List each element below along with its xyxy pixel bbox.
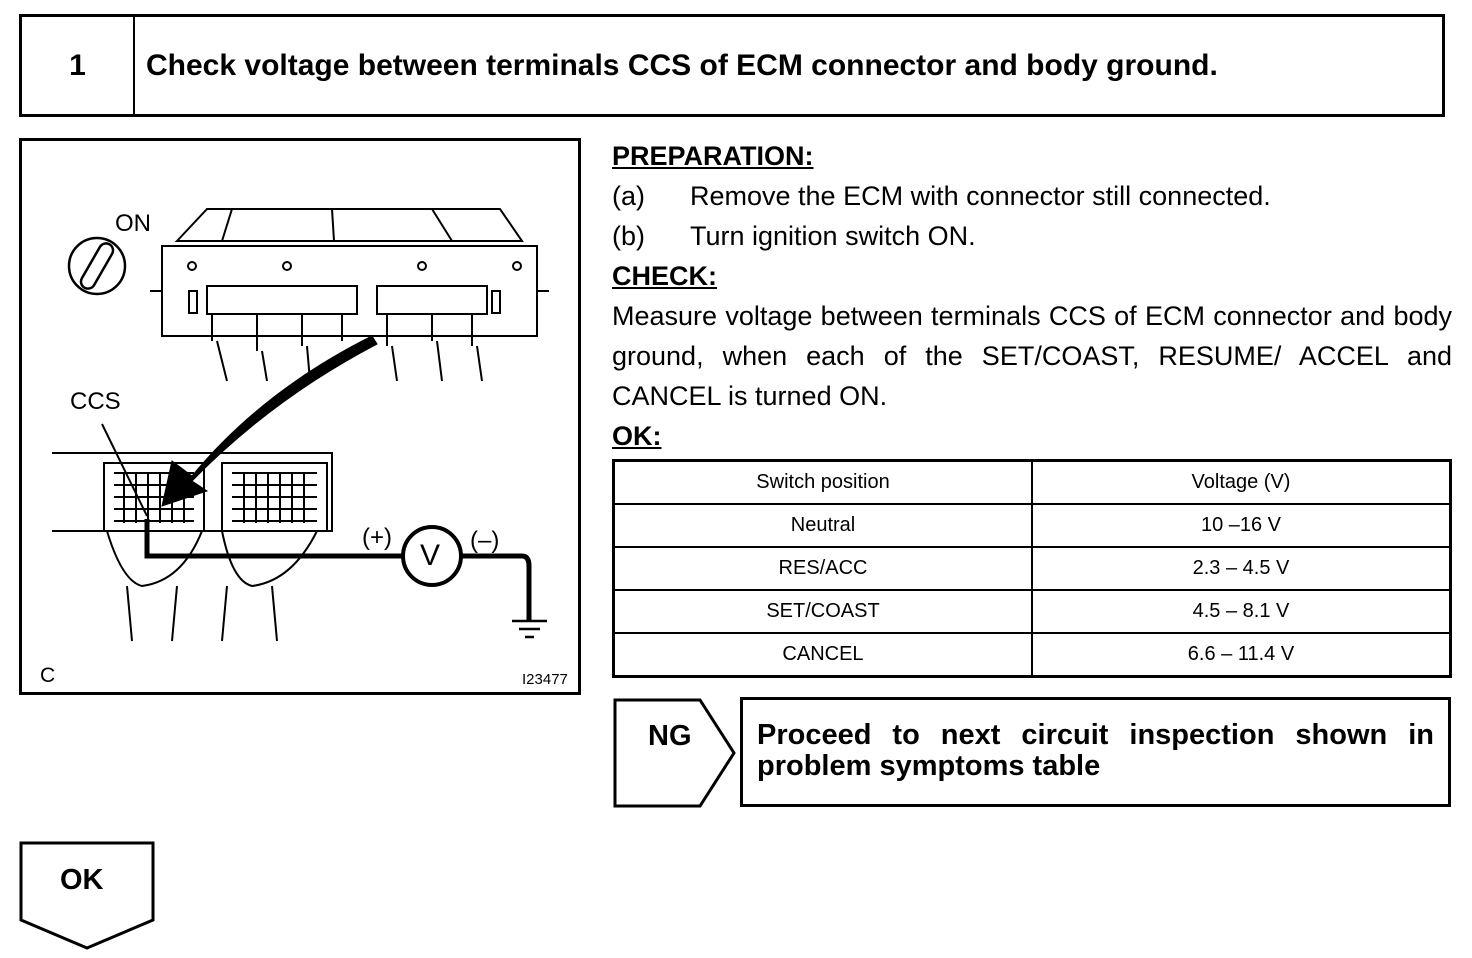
ecm-wiring-illustration: ON CCS (+) (–) V C I23477	[19, 138, 581, 695]
ok-arrow-shape	[19, 841, 155, 950]
item-mark: (a)	[612, 181, 645, 211]
table-cell: 2.3 – 4.5 V	[1031, 546, 1452, 591]
voltmeter-wiring	[144, 519, 547, 639]
item-text: Turn ignition switch ON.	[690, 221, 976, 251]
table-cell: 10 –16 V	[1031, 503, 1452, 548]
table-row: Neutral 10 –16 V	[612, 503, 1452, 548]
ng-label: NG	[648, 720, 692, 752]
table-row: SET/COAST 4.5 – 8.1 V	[612, 589, 1452, 634]
plus-label: (+)	[362, 524, 392, 551]
ccs-leader-line	[101, 423, 148, 517]
table-cell: 4.5 – 8.1 V	[1031, 589, 1452, 634]
column-header: Voltage (V)	[1031, 459, 1452, 505]
preparation-item: (a) Remove the ECM with connector still …	[612, 176, 1452, 216]
voltage-spec-table: Switch position Voltage (V) Neutral 10 –…	[612, 459, 1452, 678]
ecm-diagram-drawing	[52, 208, 549, 642]
step-number: 1	[22, 17, 135, 114]
table-cell: CANCEL	[612, 632, 1033, 678]
ok-heading: OK:	[612, 421, 662, 451]
preparation-heading: PREPARATION:	[612, 141, 814, 171]
ng-action-box: Proceed to next circuit inspection shown…	[740, 697, 1451, 807]
item-mark: (b)	[612, 221, 645, 251]
ignition-key-icon	[67, 236, 127, 296]
ok-label: OK	[60, 864, 104, 896]
pointer-arrow	[161, 335, 378, 507]
table-row: CANCEL 6.6 – 11.4 V	[612, 632, 1452, 678]
minus-label: (–)	[470, 527, 500, 554]
check-text: Measure voltage between terminals CCS of…	[612, 301, 1452, 411]
on-label: ON	[115, 210, 151, 237]
table-cell: SET/COAST	[612, 589, 1033, 634]
table-row: RES/ACC 2.3 – 4.5 V	[612, 546, 1452, 591]
check-heading: CHECK:	[612, 261, 717, 291]
step-title: Check voltage between terminals CCS of E…	[146, 48, 1218, 82]
procedure-text: PREPARATION: (a) Remove the ECM with con…	[612, 136, 1452, 456]
preparation-item: (b) Turn ignition switch ON.	[612, 216, 1452, 256]
table-cell: 6.6 – 11.4 V	[1031, 632, 1452, 678]
step-header: 1 Check voltage between terminals CCS of…	[19, 14, 1445, 117]
ecm-unit-drawing	[150, 208, 549, 382]
corner-code: C	[40, 664, 56, 687]
column-header: Switch position	[612, 459, 1033, 505]
ng-arrow-shape	[613, 698, 736, 808]
table-cell: Neutral	[612, 503, 1033, 548]
ccs-label: CCS	[70, 388, 121, 415]
voltmeter-symbol: V	[420, 539, 441, 572]
ecm-connector-drawing	[52, 452, 333, 642]
table-cell: RES/ACC	[612, 546, 1033, 591]
item-text: Remove the ECM with connector still conn…	[690, 181, 1271, 211]
table-header-row: Switch position Voltage (V)	[612, 459, 1452, 505]
figure-id: I23477	[522, 671, 568, 688]
